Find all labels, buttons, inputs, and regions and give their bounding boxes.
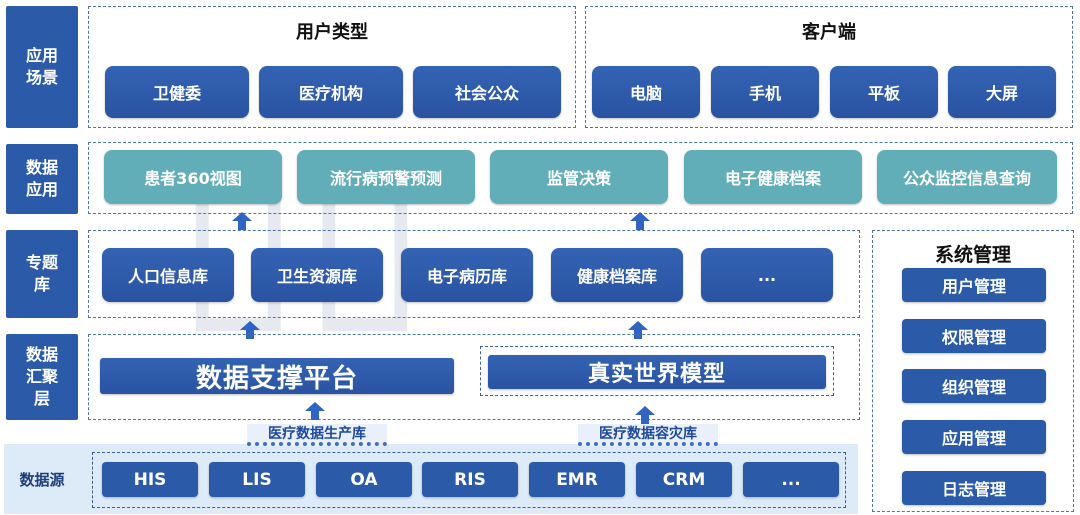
user-types-panel <box>88 6 576 128</box>
topic-2[interactable]: 电子病历库 <box>401 248 533 302</box>
user-type-1[interactable]: 医疗机构 <box>259 66 403 118</box>
aggregation-panel <box>88 334 860 420</box>
user-type-0[interactable]: 卫健委 <box>105 66 249 118</box>
system-item-4[interactable]: 日志管理 <box>902 471 1046 505</box>
arrow-up-icon <box>240 321 260 339</box>
client-3[interactable]: 大屏 <box>948 66 1056 118</box>
arrow-up-icon <box>628 321 648 339</box>
arrow-up-icon <box>232 212 252 230</box>
user-type-2[interactable]: 社会公众 <box>413 66 561 118</box>
topic-0[interactable]: 人口信息库 <box>102 248 234 302</box>
arrow-up-icon <box>630 212 650 230</box>
source-0[interactable]: HIS <box>102 462 198 497</box>
user-types-title: 用户类型 <box>296 22 368 43</box>
source-4[interactable]: EMR <box>529 462 625 497</box>
source-1[interactable]: LIS <box>209 462 305 497</box>
source-panel <box>92 452 846 508</box>
client-2[interactable]: 平板 <box>830 66 938 118</box>
data-app-panel <box>88 142 1073 214</box>
client-0[interactable]: 电脑 <box>592 66 700 118</box>
system-item-3[interactable]: 应用管理 <box>902 420 1046 454</box>
system-item-0[interactable]: 用户管理 <box>902 268 1046 302</box>
client-1[interactable]: 手机 <box>711 66 819 118</box>
topic-1[interactable]: 卫生资源库 <box>251 248 383 302</box>
layer-label-scene: 应用场景 <box>6 6 78 128</box>
arrow-up-icon <box>635 406 655 424</box>
layer-label-text: 数据汇聚层 <box>25 345 58 408</box>
data-support-platform[interactable]: 数据支撑平台 <box>100 358 454 394</box>
layer-label-text: 数据应用 <box>25 158 58 199</box>
source-6[interactable]: ... <box>743 462 839 497</box>
data-app-2[interactable]: 监管决策 <box>490 150 668 204</box>
data-app-0[interactable]: 患者360视图 <box>104 150 282 204</box>
data-app-1[interactable]: 流行病预警预测 <box>297 150 475 204</box>
source-5[interactable]: CRM <box>636 462 732 497</box>
topic-4[interactable]: ... <box>701 248 833 302</box>
production-db-tag: 医疗数据生产库 <box>247 424 387 446</box>
topic-panel <box>88 230 860 318</box>
topic-3[interactable]: 健康档案库 <box>551 248 683 302</box>
source-2[interactable]: OA <box>316 462 412 497</box>
system-title: 系统管理 <box>934 244 1011 266</box>
arrow-up-icon <box>305 402 325 420</box>
layer-label-topic: 专题库 <box>6 230 78 318</box>
disaster-db-tag: 医疗数据容灾库 <box>578 424 718 446</box>
layer-label-text: 数据源 <box>19 470 65 489</box>
source-3[interactable]: RIS <box>422 462 518 497</box>
layer-label-data-app: 数据应用 <box>6 144 78 214</box>
system-item-2[interactable]: 组织管理 <box>902 369 1046 403</box>
client-title: 客户端 <box>802 22 856 43</box>
layer-label-source: 数据源 <box>6 444 78 514</box>
layer-label-text: 专题库 <box>25 253 58 294</box>
system-item-1[interactable]: 权限管理 <box>902 319 1046 353</box>
system-panel <box>872 230 1074 512</box>
client-panel <box>585 6 1073 128</box>
layer-label-text: 应用场景 <box>25 46 58 87</box>
data-app-3[interactable]: 电子健康档案 <box>684 150 862 204</box>
real-world-model[interactable]: 真实世界模型 <box>488 355 826 389</box>
real-world-model-frame <box>480 346 834 396</box>
layer-label-aggregation: 数据汇聚层 <box>6 334 78 420</box>
data-app-4[interactable]: 公众监控信息查询 <box>877 150 1057 204</box>
